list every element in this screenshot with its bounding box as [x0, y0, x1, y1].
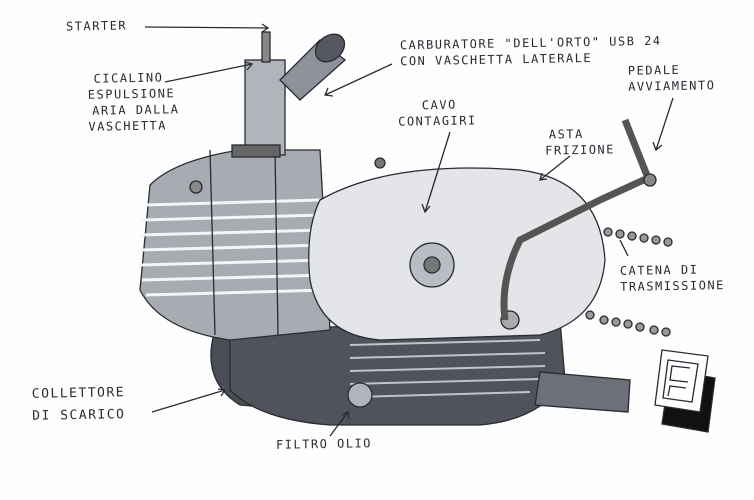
label-line: ASTA — [548, 126, 584, 142]
label-catena: CATENA DI TRASMISSIONE — [620, 261, 725, 295]
label-line: DI SCARICO — [32, 407, 126, 424]
leader-lines — [144, 23, 674, 437]
label-line: CAVO — [421, 97, 457, 113]
side-cover — [308, 167, 606, 341]
label-line: AVVIAMENTO — [628, 78, 716, 94]
label-cavo: CAVO CONTAGIRI — [398, 96, 477, 129]
label-line: CATENA DI — [619, 262, 699, 278]
label-line: TRASMISSIONE — [620, 278, 725, 294]
carburetor — [231, 31, 347, 158]
label-line: ESPULSIONE — [87, 86, 176, 102]
label-line: ARIA DALLA — [92, 102, 180, 118]
label-cicalino: CICALINO ESPULSIONE ARIA DALLA VASCHETTA — [87, 69, 180, 135]
label-line: STARTER — [65, 18, 128, 34]
kickstart-pedal — [500, 118, 653, 321]
label-line: FILTRO OLIO — [275, 436, 373, 452]
muffler — [534, 371, 631, 413]
chain — [585, 227, 673, 337]
label-pedale: PEDALE AVVIAMENTO — [628, 61, 716, 95]
artist-logo — [654, 349, 716, 433]
label-asta: ASTA FRIZIONE — [545, 125, 615, 158]
label-line: VASCHETTA — [88, 118, 168, 134]
label-carburatore: CARBURATORE "DELL'ORTO" USB 24 CON VASCH… — [400, 33, 662, 70]
label-collettore: COLLETTORE DI SCARICO — [32, 385, 126, 425]
label-line: COLLETTORE — [31, 385, 126, 402]
label-line: CONTAGIRI — [398, 113, 477, 129]
label-line: PEDALE — [627, 62, 681, 78]
label-line: FRIZIONE — [545, 142, 616, 158]
label-starter: STARTER — [66, 17, 127, 34]
label-filtro: FILTRO OLIO — [276, 435, 372, 453]
label-line: CICALINO — [93, 70, 164, 86]
